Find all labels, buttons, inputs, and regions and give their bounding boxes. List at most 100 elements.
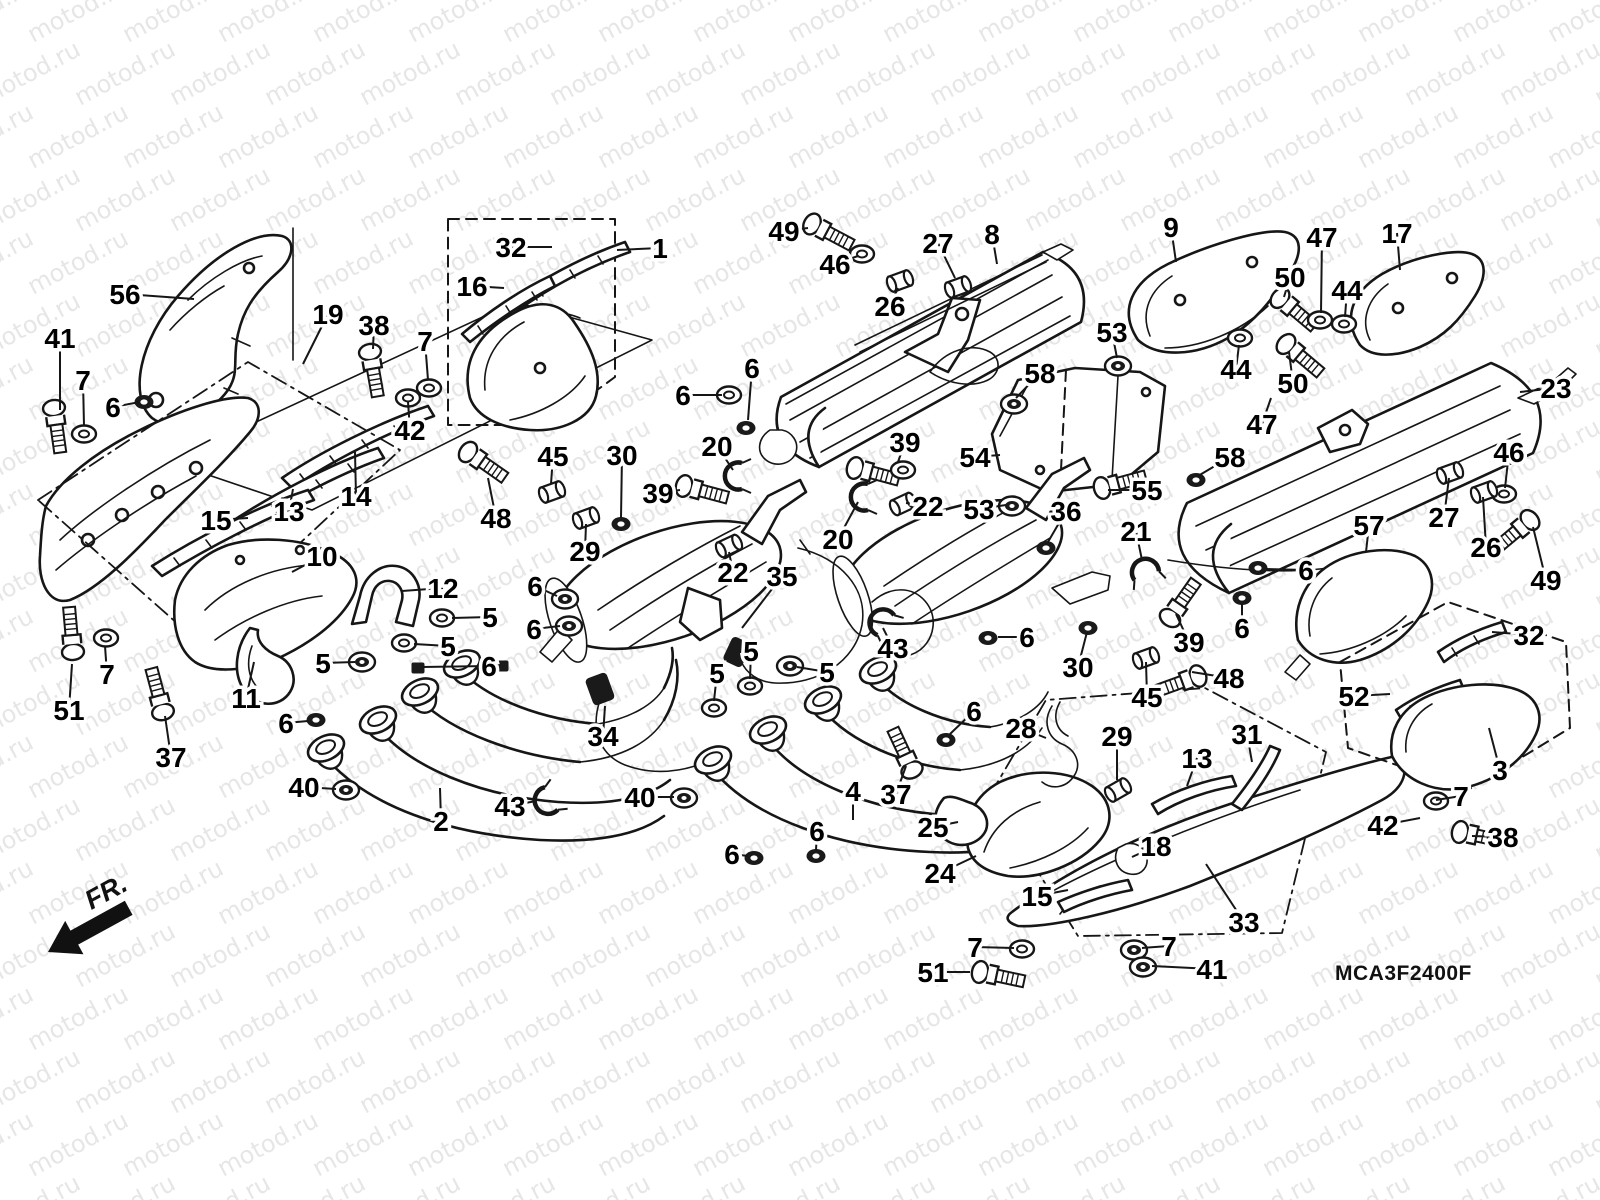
part-label-13: 13: [273, 496, 304, 527]
leader-line-42: [407, 401, 411, 431]
leader-line-15: [215, 517, 249, 521]
watermark-text: motod.ru: [498, 980, 608, 1056]
part-label-6: 6: [527, 571, 543, 602]
watermark-text: motod.ru: [308, 980, 418, 1056]
leader-line-6: [747, 367, 753, 421]
watermark-text: motod.ru: [640, 1043, 750, 1119]
muffler-23: [1167, 361, 1577, 595]
watermark-text: motod.ru: [23, 0, 133, 48]
part-label-40: 40: [288, 772, 319, 803]
watermark-text: motod.ru: [450, 1169, 560, 1200]
watermark-text: motod.ru: [70, 35, 180, 111]
watermark-text: motod.ru: [23, 98, 133, 174]
leader-line-46: [1504, 451, 1510, 489]
watermark-text: motod.ru: [593, 854, 703, 930]
watermark-text: motod.ru: [1495, 1043, 1600, 1119]
cover-3: [1389, 683, 1541, 791]
part-label-6: 6: [481, 651, 497, 682]
leader-line-11: [245, 661, 255, 699]
part-label-52: 52: [1338, 681, 1369, 712]
part-label-58: 58: [1024, 358, 1055, 389]
watermark-text: motod.ru: [1163, 98, 1273, 174]
part-label-45: 45: [537, 441, 568, 472]
watermark-text: motod.ru: [640, 287, 750, 363]
watermark-text: motod.ru: [403, 854, 513, 930]
part-label-55: 55: [1131, 475, 1162, 506]
watermark-text: motod.ru: [1068, 98, 1178, 174]
leader-line-6: [533, 625, 561, 630]
part-label-5: 5: [315, 648, 331, 679]
part-label-7: 7: [1161, 931, 1177, 962]
watermark-text: motod.ru: [783, 0, 893, 48]
watermark-text: motod.ru: [640, 35, 750, 111]
cat-muffler-right: [832, 456, 1111, 637]
watermark-text: motod.ru: [688, 98, 798, 174]
part-label-40: 40: [624, 782, 655, 813]
watermark-text: motod.ru: [498, 854, 608, 930]
leader-line-32: [1491, 631, 1530, 636]
part-label-5: 5: [819, 657, 835, 688]
watermark-text: motod.ru: [973, 1106, 1083, 1182]
part-label-5: 5: [743, 636, 759, 667]
watermark-text: motod.ru: [23, 1106, 133, 1182]
leader-line-19: [302, 313, 329, 365]
part-label-50: 50: [1274, 262, 1305, 293]
leader-line-40: [303, 786, 337, 790]
watermark-text: motod.ru: [0, 35, 85, 111]
leader-line-49: [1532, 526, 1547, 581]
part-label-35: 35: [766, 561, 797, 592]
leader-line-45: [550, 455, 554, 485]
part-label-43: 43: [877, 633, 908, 664]
part-label-6: 6: [744, 353, 760, 384]
part-label-44: 44: [1331, 275, 1363, 306]
part-label-3: 3: [1492, 755, 1508, 786]
part-label-20: 20: [822, 524, 853, 555]
leader-line-44: [1344, 289, 1348, 318]
part-label-51: 51: [917, 957, 948, 988]
watermark-text: motod.ru: [1115, 35, 1225, 111]
watermark-text: motod.ru: [1305, 35, 1415, 111]
exhaust-pipes-2: [324, 646, 679, 842]
part-label-4: 4: [845, 776, 861, 807]
strip-14: [280, 404, 436, 490]
watermark-text: motod.ru: [1258, 854, 1368, 930]
watermark-text: motod.ru: [355, 1169, 465, 1200]
watermark-text: motod.ru: [1258, 0, 1368, 48]
cover-1: [466, 303, 600, 432]
leader-line-48: [487, 477, 497, 519]
watermark-text: motod.ru: [1163, 0, 1273, 48]
watermark-text: motod.ru: [1495, 917, 1600, 993]
leader-line-6: [815, 830, 818, 851]
watermark-text: motod.ru: [925, 161, 1035, 237]
leader-line-8: [991, 233, 998, 265]
part-label-7: 7: [75, 365, 91, 396]
watermark-text: motod.ru: [1448, 98, 1558, 174]
part-label-43: 43: [494, 791, 525, 822]
part-label-7: 7: [1453, 781, 1469, 812]
leader-line-30: [1077, 631, 1088, 668]
leader-line-6: [731, 853, 749, 857]
leader-line-22: [905, 502, 929, 507]
watermark-text: motod.ru: [308, 1106, 418, 1182]
strip-31: [1230, 744, 1282, 812]
watermark-text: motod.ru: [735, 1169, 845, 1200]
part-label-6: 6: [1019, 622, 1035, 653]
watermark-text: motod.ru: [830, 35, 940, 111]
leader-line-50: [1288, 351, 1294, 384]
watermark-text: motod.ru: [1305, 1169, 1415, 1200]
leader-line-30: [620, 454, 623, 519]
leader-line-38: [1471, 835, 1504, 838]
watermark-text: motod.ru: [1163, 1106, 1273, 1182]
part-label-1: 1: [652, 233, 668, 264]
leader-line-43: [882, 627, 894, 649]
watermark-text: motod.ru: [0, 161, 85, 237]
watermark-text: motod.ru: [1020, 1169, 1130, 1200]
watermark-text: motod.ru: [308, 0, 418, 48]
part-label-37: 37: [880, 779, 911, 810]
watermark-text: motod.ru: [70, 791, 180, 867]
watermark-text: motod.ru: [925, 35, 1035, 111]
leader-line-6: [112, 401, 141, 408]
watermark-text: motod.ru: [735, 1043, 845, 1119]
leader-line-22: [728, 551, 734, 573]
watermark-text: motod.ru: [403, 980, 513, 1056]
